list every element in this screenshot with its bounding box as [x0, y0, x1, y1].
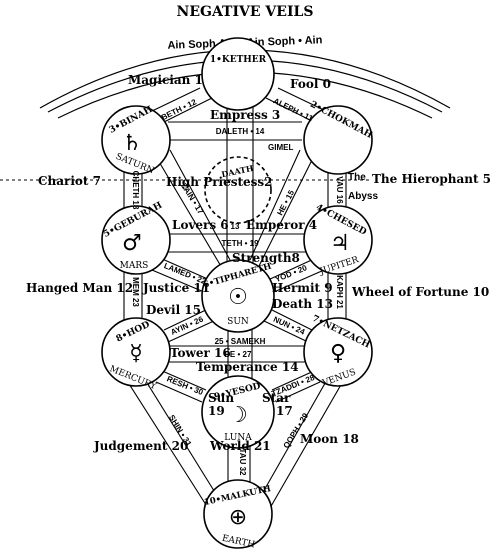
tarot-justice: Justice 11: [142, 281, 210, 295]
moon-icon: ☽: [228, 403, 248, 428]
tarot-hermit: Hermit 9: [272, 281, 333, 295]
tarot-strength: Strength8: [232, 251, 300, 265]
sun-icon: ☉: [228, 285, 248, 310]
path-pe: PE • 27: [225, 350, 252, 359]
tarot-emperor: Emperor 4: [246, 218, 317, 232]
path-cheth: CHETH 18: [131, 171, 140, 210]
abyss-label-the: The: [348, 172, 366, 183]
tarot-empress: Empress 3: [210, 108, 280, 122]
mercury-icon: ☿: [129, 341, 143, 366]
tarot-high-priestess: High Priestess2: [166, 175, 273, 189]
tarot-star: Star: [262, 391, 291, 405]
path-mem: MEM 23: [131, 277, 140, 307]
path-samekh: 25 • SAMEKH: [215, 337, 266, 346]
hod-circle: [101, 317, 171, 387]
tarot-hierophant: The Hierophant 5: [372, 172, 490, 186]
path-kaph: KAPH 21: [335, 275, 344, 309]
tarot-world: World 21: [209, 439, 271, 453]
binah-circle: [101, 105, 171, 175]
tarot-sun-number: 19: [208, 404, 225, 418]
tarot-magician: Magician 1: [128, 73, 203, 87]
tarot-star-number: 17: [276, 404, 293, 418]
path-beth: BETH • 12: [160, 97, 199, 122]
mars-label: MARS: [120, 261, 149, 271]
earth-icon: ⊕: [229, 505, 247, 530]
tarot-lovers: Lovers 6: [172, 218, 229, 232]
kether-circle: [201, 37, 275, 111]
tarot-hanged-man: Hanged Man 12: [26, 281, 133, 295]
path-gimel: GIMEL: [268, 143, 293, 152]
chokmah-circle: [303, 105, 373, 175]
saturn-icon: ♄: [122, 131, 142, 156]
malkuth-circle: [203, 479, 273, 549]
sun-label: SUN: [227, 317, 249, 327]
chesed-circle: [303, 205, 373, 275]
kether-label: 1•KETHER: [210, 55, 267, 65]
venus-icon: ♀: [330, 341, 346, 366]
luna-label: LUNA: [224, 433, 252, 443]
tarot-moon: Moon 18: [300, 432, 359, 446]
yesod-circle: [201, 375, 275, 449]
tarot-sun: Sun: [208, 391, 234, 405]
tiphareth-circle: [201, 259, 275, 333]
tarot-chariot: Chariot 7: [38, 174, 101, 188]
path-resh: RESH • 30: [165, 374, 204, 397]
daath-circle: [204, 156, 272, 224]
path-daleth: DALETH • 14: [216, 127, 265, 136]
jupiter-icon: ♃: [330, 231, 350, 256]
netzach-circle: [303, 317, 373, 387]
geburah-circle: [101, 205, 171, 275]
tarot-temperance: Temperance 14: [196, 360, 299, 374]
negative-veils-title: NEGATIVE VEILS: [177, 4, 314, 20]
path-teth: TETH • 19: [221, 239, 259, 248]
tarot-wheel-of-fortune: Wheel of Fortune 10: [351, 285, 489, 299]
tarot-tower: Tower 16: [170, 346, 231, 360]
tarot-death: Death 13: [272, 297, 333, 311]
sephiroth: [101, 37, 373, 549]
mars-icon: ♂: [122, 231, 142, 256]
path-13: 13: [231, 222, 240, 231]
tarot-fool: Fool 0: [290, 77, 331, 91]
path-tau: TAU 32: [238, 449, 247, 477]
tarot-devil: Devil 15: [146, 303, 201, 317]
tarot-judgement: Judgement 20: [93, 439, 188, 453]
abyss-label-abyss: Abyss: [348, 191, 378, 202]
path-vau: VAU 16: [335, 176, 344, 204]
